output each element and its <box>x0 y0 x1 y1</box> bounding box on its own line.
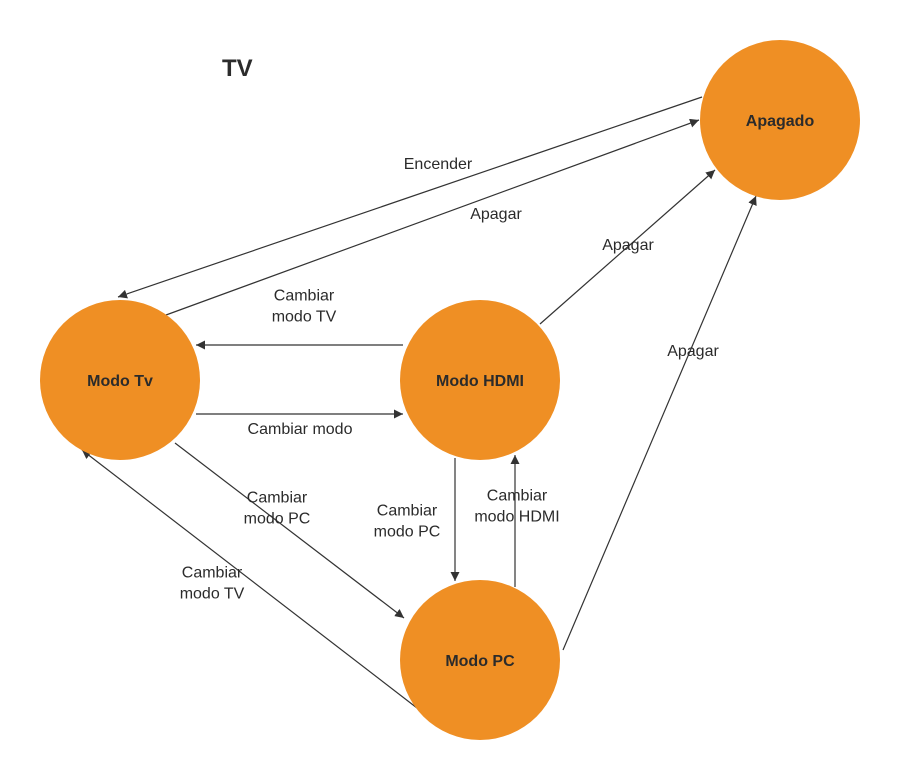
edge-label-line: Cambiar <box>377 503 438 520</box>
edge-label-line: Cambiar <box>182 565 243 582</box>
state-label-pc: Modo PC <box>445 653 515 670</box>
state-circle-apagado <box>700 40 860 200</box>
edge-label-line: Cambiar <box>247 490 308 507</box>
state-circle-tv <box>40 300 200 460</box>
edge-hdmi-to-apagado <box>539 169 716 325</box>
state-node-apagado: Apagado <box>700 40 860 200</box>
edge-label-line: modo TV <box>180 586 245 603</box>
edges-layer <box>81 96 757 709</box>
edge-label-line: Apagar <box>470 206 522 223</box>
edge-apagado-to-tv <box>117 96 703 299</box>
edge-label-pc-to-tv: Cambiar modo TV <box>180 565 245 603</box>
edge-label-line: Cambiar <box>274 288 335 305</box>
edge-tv-to-pc <box>174 442 405 619</box>
state-circle-pc <box>400 580 560 740</box>
edge-label-line: modo PC <box>244 511 311 528</box>
edge-label-tv-to-apagado: Apagar <box>470 206 522 223</box>
diagram-title: TV <box>222 55 253 82</box>
edge-label-line: modo PC <box>374 524 441 541</box>
edge-label-hdmi-to-apagado: Apagar <box>602 237 654 254</box>
state-node-pc: Modo PC <box>400 580 560 740</box>
edge-pc-to-tv <box>81 449 418 709</box>
edge-label-line: modo HDMI <box>474 509 559 526</box>
edge-label-line: Apagar <box>667 343 719 360</box>
edge-label-line: modo TV <box>272 309 337 326</box>
state-label-tv: Modo Tv <box>87 373 153 390</box>
state-circle-hdmi <box>400 300 560 460</box>
edge-tv-to-apagado <box>165 118 700 316</box>
edge-label-apagado-to-tv: Encender <box>404 156 473 173</box>
edge-label-tv-to-pc: Cambiar modo PC <box>244 490 311 528</box>
edge-label-line: Encender <box>404 156 473 173</box>
edge-label-hdmi-to-pc: Cambiar modo PC <box>374 503 441 541</box>
edge-label-pc-to-apagado: Apagar <box>667 343 719 360</box>
edge-label-hdmi-to-tv: Cambiar modo TV <box>272 288 337 326</box>
edge-label-line: Cambiar <box>487 488 548 505</box>
edge-label-line: Cambiar modo <box>248 421 353 438</box>
state-label-hdmi: Modo HDMI <box>436 373 524 390</box>
state-label-apagado: Apagado <box>746 113 815 130</box>
edge-label-line: Apagar <box>602 237 654 254</box>
edge-label-pc-to-hdmi: Cambiar modo HDMI <box>474 488 559 526</box>
edge-pc-to-apagado <box>562 195 757 651</box>
edge-label-tv-to-hdmi: Cambiar modo <box>248 421 353 438</box>
state-node-tv: Modo Tv <box>40 300 200 460</box>
state-node-hdmi: Modo HDMI <box>400 300 560 460</box>
